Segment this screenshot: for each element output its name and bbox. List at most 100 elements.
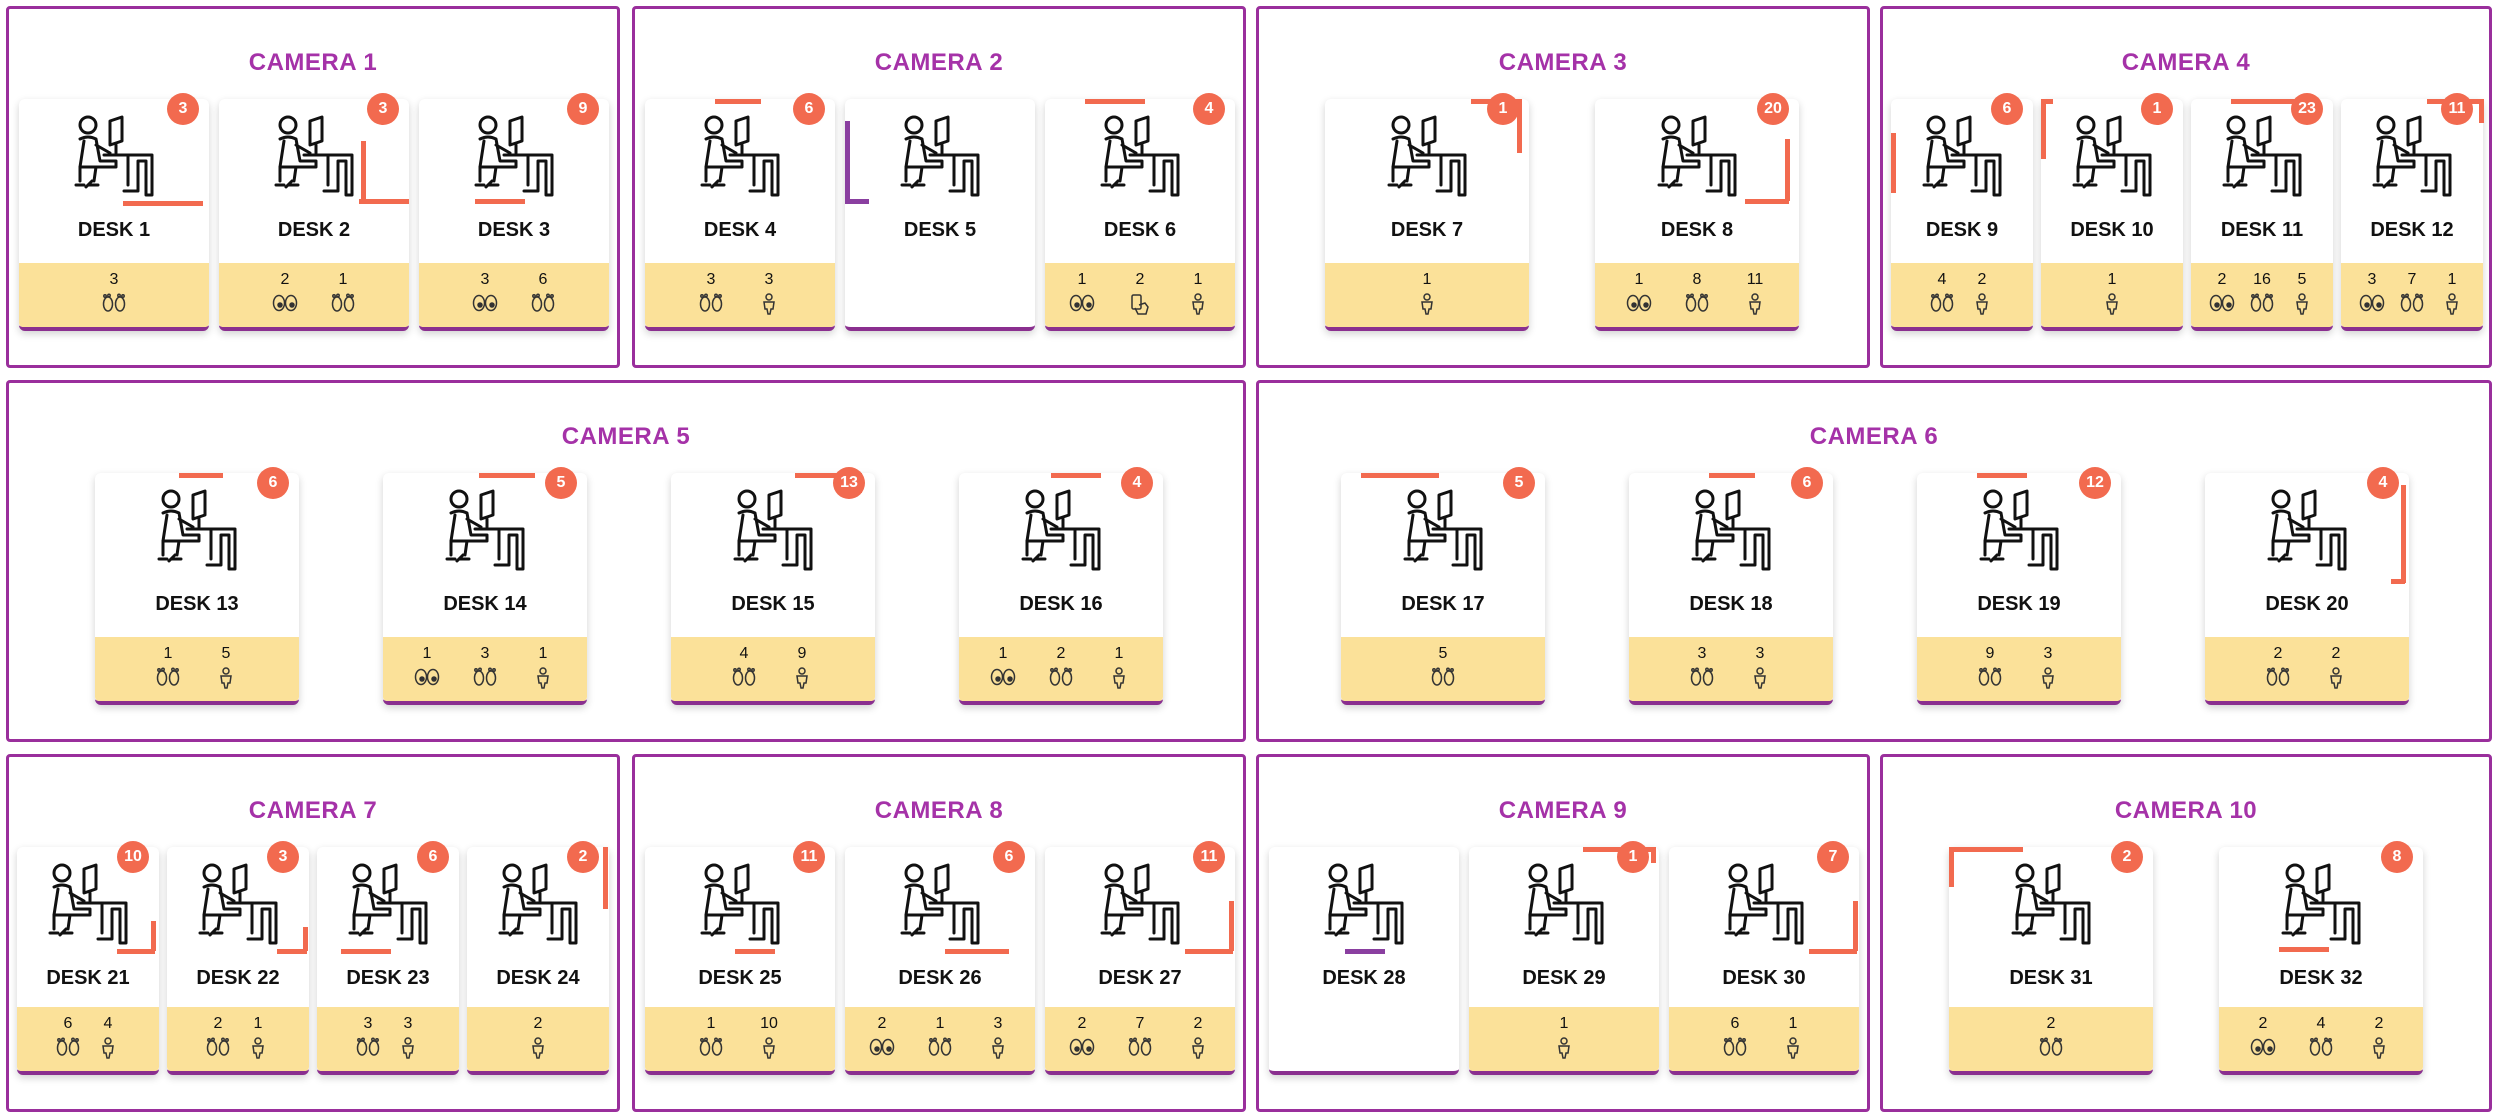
stat-value: 1 (253, 1015, 263, 1032)
feet-icon (698, 1037, 724, 1062)
desk-worker-icon (1716, 859, 1812, 960)
alert-count-badge: 9 (567, 93, 599, 125)
stat-item: 2 (518, 1007, 558, 1071)
desk-worker-icon (1013, 485, 1109, 586)
desk-name: DESK 19 (1977, 593, 2061, 615)
stat-value: 1 (2107, 271, 2117, 288)
feet-icon (355, 1037, 381, 1062)
person-icon (529, 1037, 547, 1064)
feet-icon (2399, 293, 2425, 318)
stat-item: 1 (682, 1007, 740, 1071)
person-icon (1418, 293, 1436, 320)
eyes-icon (414, 667, 440, 692)
desk-stats-bar: 3 (19, 263, 209, 327)
eyes-icon (2250, 1037, 2276, 1062)
person-icon (2443, 293, 2461, 320)
alert-count-badge: 1 (2141, 93, 2173, 125)
feet-icon (55, 1037, 81, 1062)
alert-count-badge: 6 (793, 93, 825, 125)
person-icon (2039, 667, 2057, 694)
stat-item: 3 (969, 1007, 1027, 1071)
desk-name: DESK 6 (1103, 219, 1177, 241)
zone-marker (1709, 473, 1755, 478)
person-icon (2103, 293, 2121, 320)
alert-count-badge: 6 (257, 467, 289, 499)
zone-marker (1853, 901, 1858, 951)
stat-item: 2 (853, 1007, 911, 1071)
stat-item: 1 (1610, 263, 1668, 327)
stat-item: 16 (2242, 263, 2282, 327)
alert-count-badge: 6 (993, 841, 1025, 873)
zone-marker (1085, 99, 1145, 104)
feet-icon (698, 293, 724, 318)
stat-value: 1 (1788, 1015, 1798, 1032)
desk-card[interactable]: DESK 5 (845, 99, 1035, 331)
camera-title: CAMERA 5 (561, 423, 691, 450)
desk-name: DESK 8 (1660, 219, 1734, 241)
stat-value: 6 (538, 271, 548, 288)
desk-name: DESK 13 (155, 593, 239, 615)
zone-marker (603, 847, 608, 909)
desk-worker-icon (2364, 111, 2460, 212)
feet-icon (530, 293, 556, 318)
stat-item: 1 (911, 1007, 969, 1071)
zone-marker (1785, 139, 1790, 201)
zone-marker (2401, 485, 2406, 583)
zone-marker (479, 473, 535, 478)
stat-item: 5 (197, 637, 255, 701)
desk-worker-icon (1379, 111, 1475, 212)
desk-worker-icon (1395, 485, 1491, 586)
feet-icon (1430, 667, 1456, 692)
zone-marker (1809, 949, 1857, 954)
stat-item: 1 (139, 637, 197, 701)
person-icon (1751, 667, 1769, 694)
stat-item: 4 (2292, 1007, 2350, 1071)
zone-marker (2041, 99, 2053, 104)
stat-value: 1 (2447, 271, 2457, 288)
stat-item: 7 (2392, 263, 2432, 327)
feet-icon (155, 667, 181, 692)
desk-name: DESK 29 (1522, 967, 1606, 989)
desk-card[interactable]: DESK 28 (1269, 847, 1459, 1075)
zone-marker (1977, 473, 2027, 478)
zone-marker (2231, 99, 2295, 104)
stat-value: 3 (764, 271, 774, 288)
